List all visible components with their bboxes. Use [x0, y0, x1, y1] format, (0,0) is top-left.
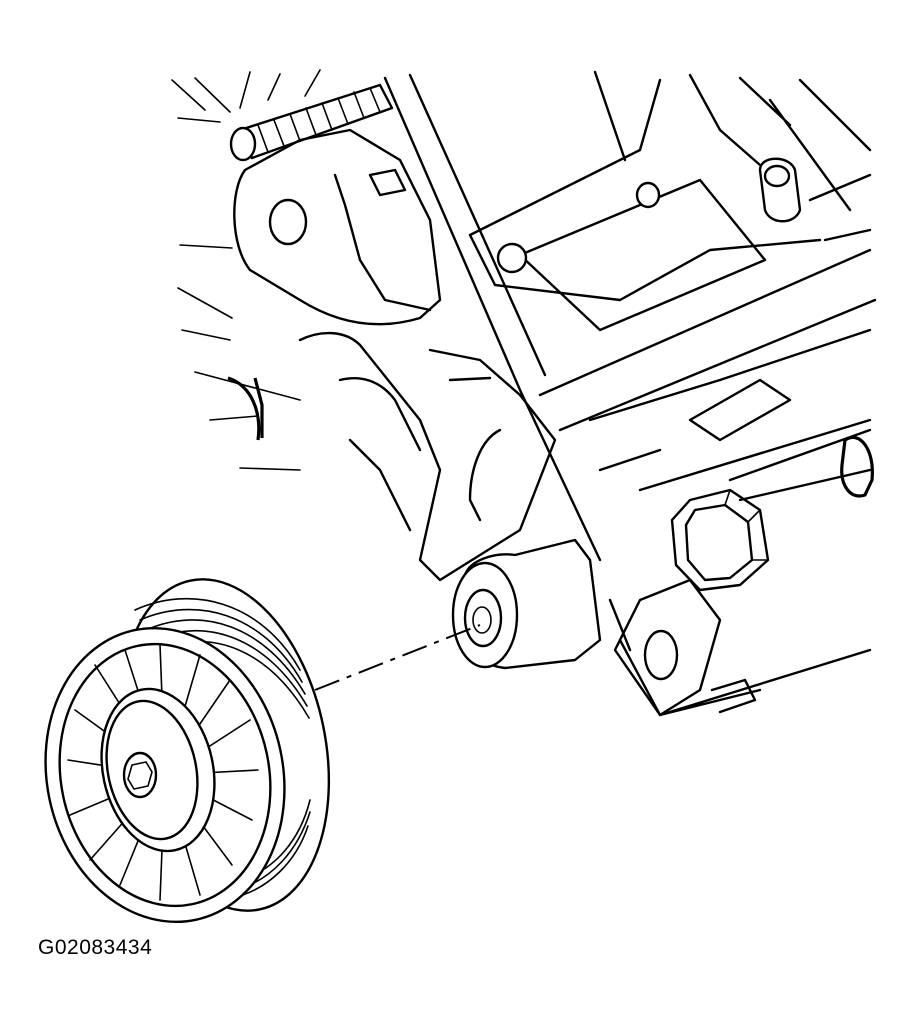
idler-pulley: [44, 578, 331, 924]
pulley-center-bolt: [122, 751, 158, 799]
threaded-stud: [229, 83, 394, 162]
hex-bolt: [670, 488, 770, 592]
alignment-centerline: [314, 624, 481, 691]
figure-id-label: G02083434: [38, 936, 153, 959]
engine-mounting-bracket: [171, 69, 877, 717]
tensioner-spindle-boss: [451, 538, 602, 670]
